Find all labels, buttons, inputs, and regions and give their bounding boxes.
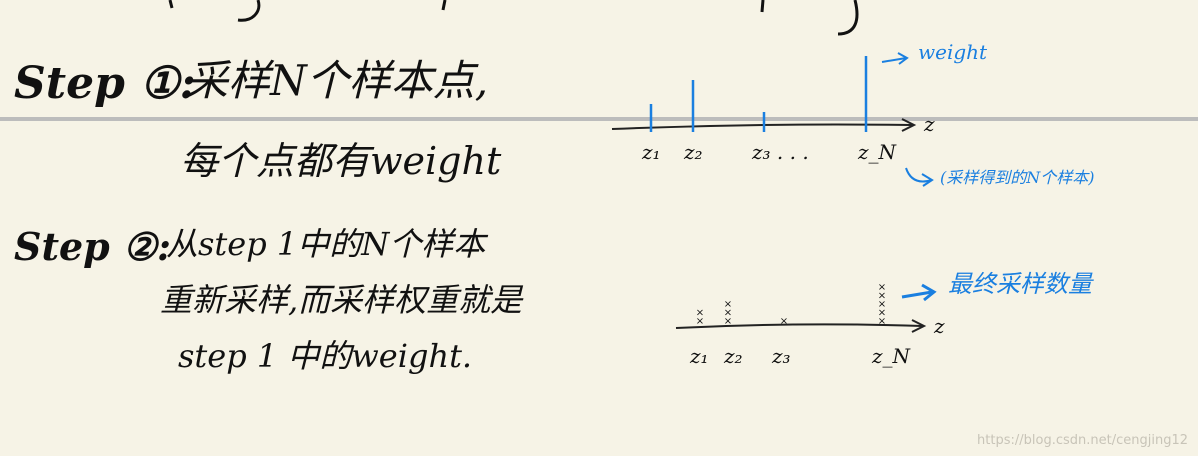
sample-mark-1-2: × [696,308,704,319]
sample-mark-4-5: × [878,282,886,293]
top-stroke-3 [441,0,447,11]
sample-mark-4-4: × [878,291,886,302]
d1-tick-z1: z₁ [642,140,661,164]
count-arrow-head [921,283,937,302]
weight-arrow-head [897,52,909,65]
step1-line1: 采样N个样本点, [186,56,489,105]
weight-annotation: weight [918,40,988,64]
samples-annotation: (采样得到的N个样本) [940,168,1095,187]
step2-label: Step ②: [14,224,172,269]
d2-tick-z3: z₃ [772,344,791,368]
weight-arrow [881,57,907,63]
d2-axis [675,323,923,329]
count-arrow [901,290,933,299]
samples-arrow-head [921,173,934,187]
step2-line3: step 1 中的weight. [178,337,473,375]
d1-tick-zn: z_N [858,140,897,164]
sample-mark-2-2: × [724,308,732,319]
step1-label: Step ①: [14,58,196,109]
samples-arrow [905,167,933,183]
count-annotation: 最终采样数量 [948,270,1092,298]
d2-tick-z1: z₁ [690,344,709,368]
d1-weight-lines [649,56,868,132]
step1-line2: 每个点都有weight [180,139,502,183]
sample-mark-2-1: × [724,316,732,327]
top-stroke-2 [237,0,261,22]
watermark: https://blog.csdn.net/cengjing12 [977,433,1188,448]
d2-axis-label: z [934,314,945,338]
d1-tick-z3: z₃ . . . [752,140,809,164]
step2-line1: 从step 1中的N个样本 [166,225,486,263]
sample-mark-3-1: × [780,316,788,327]
sample-mark-4-1: × [878,316,886,327]
top-stroke-5 [837,0,859,36]
d1-axis-arrow [901,118,917,132]
sample-mark-4-2: × [878,308,886,319]
sample-mark-2-3: × [724,299,732,310]
d1-axis-label: z [924,112,935,136]
top-stroke-1 [168,0,174,9]
top-stroke-4 [760,0,765,13]
d2-sample-marks: ××××××××××× [696,282,886,327]
d2-axis-arrow [911,319,927,333]
sample-mark-4-3: × [878,299,886,310]
d2-tick-z2: z₂ [724,344,743,368]
sample-mark-1-1: × [696,316,704,327]
d2-tick-zn: z_N [872,344,911,368]
step2-line2: 重新采样,而采样权重就是 [160,281,523,319]
d1-tick-z2: z₂ [684,140,703,164]
